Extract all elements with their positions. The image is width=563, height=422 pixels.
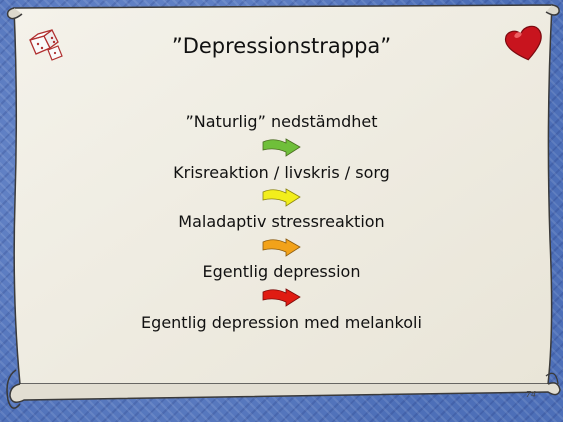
step-major-depression: Egentlig depression: [202, 262, 361, 281]
step-natural-low-mood: ”Naturlig” nedstämdhet: [185, 112, 378, 131]
step-depression-melancholia: Egentlig depression med melankoli: [141, 313, 422, 332]
curved-arrow-icon: [262, 238, 301, 257]
slide-title: ”Depressionstrappa”: [171, 34, 392, 58]
curved-arrow-icon: [262, 288, 301, 307]
curved-arrow-icon: [262, 138, 301, 157]
dice-icon: [29, 29, 63, 61]
step-maladaptive-stress: Maladaptiv stressreaktion: [178, 212, 385, 231]
page-number: 74: [525, 390, 537, 399]
heart-icon: [504, 25, 542, 61]
curved-arrow-icon: [262, 188, 301, 207]
step-crisis-reaction: Krisreaktion / livskris / sorg: [173, 163, 390, 182]
